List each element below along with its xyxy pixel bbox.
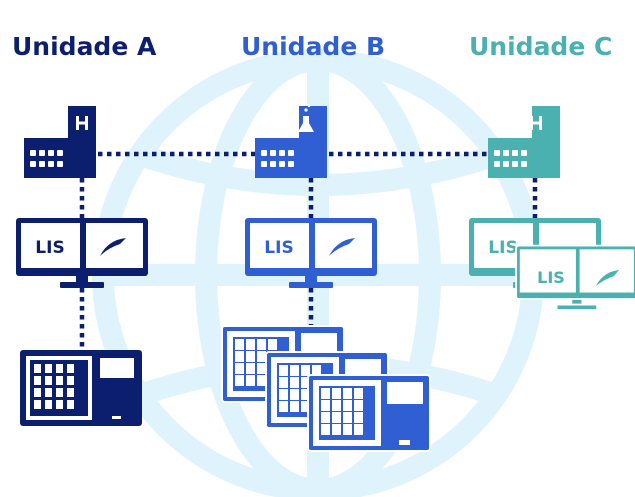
flask-icon [298, 104, 314, 132]
unit-a-monitor [16, 218, 148, 288]
unit-c-monitor-front-label: LIS [537, 268, 565, 287]
unit-b-building [255, 106, 327, 178]
unit-a-monitor-label: LIS [35, 238, 64, 258]
unit-a-title: Unidade A [12, 32, 157, 61]
unit-b-monitor [245, 218, 377, 288]
network-links [79, 151, 538, 350]
unit-c-building [488, 106, 560, 178]
unit-a-building [24, 106, 96, 178]
unit-b-monitor-label: LIS [264, 238, 293, 258]
unit-c-monitor-back-label: LIS [488, 238, 517, 258]
unit-b-title: Unidade B [241, 32, 386, 61]
unit-c-title: Unidade C [469, 32, 613, 61]
unit-c-front-chart-mark [596, 270, 619, 286]
unit-a-analyzer [20, 350, 142, 426]
